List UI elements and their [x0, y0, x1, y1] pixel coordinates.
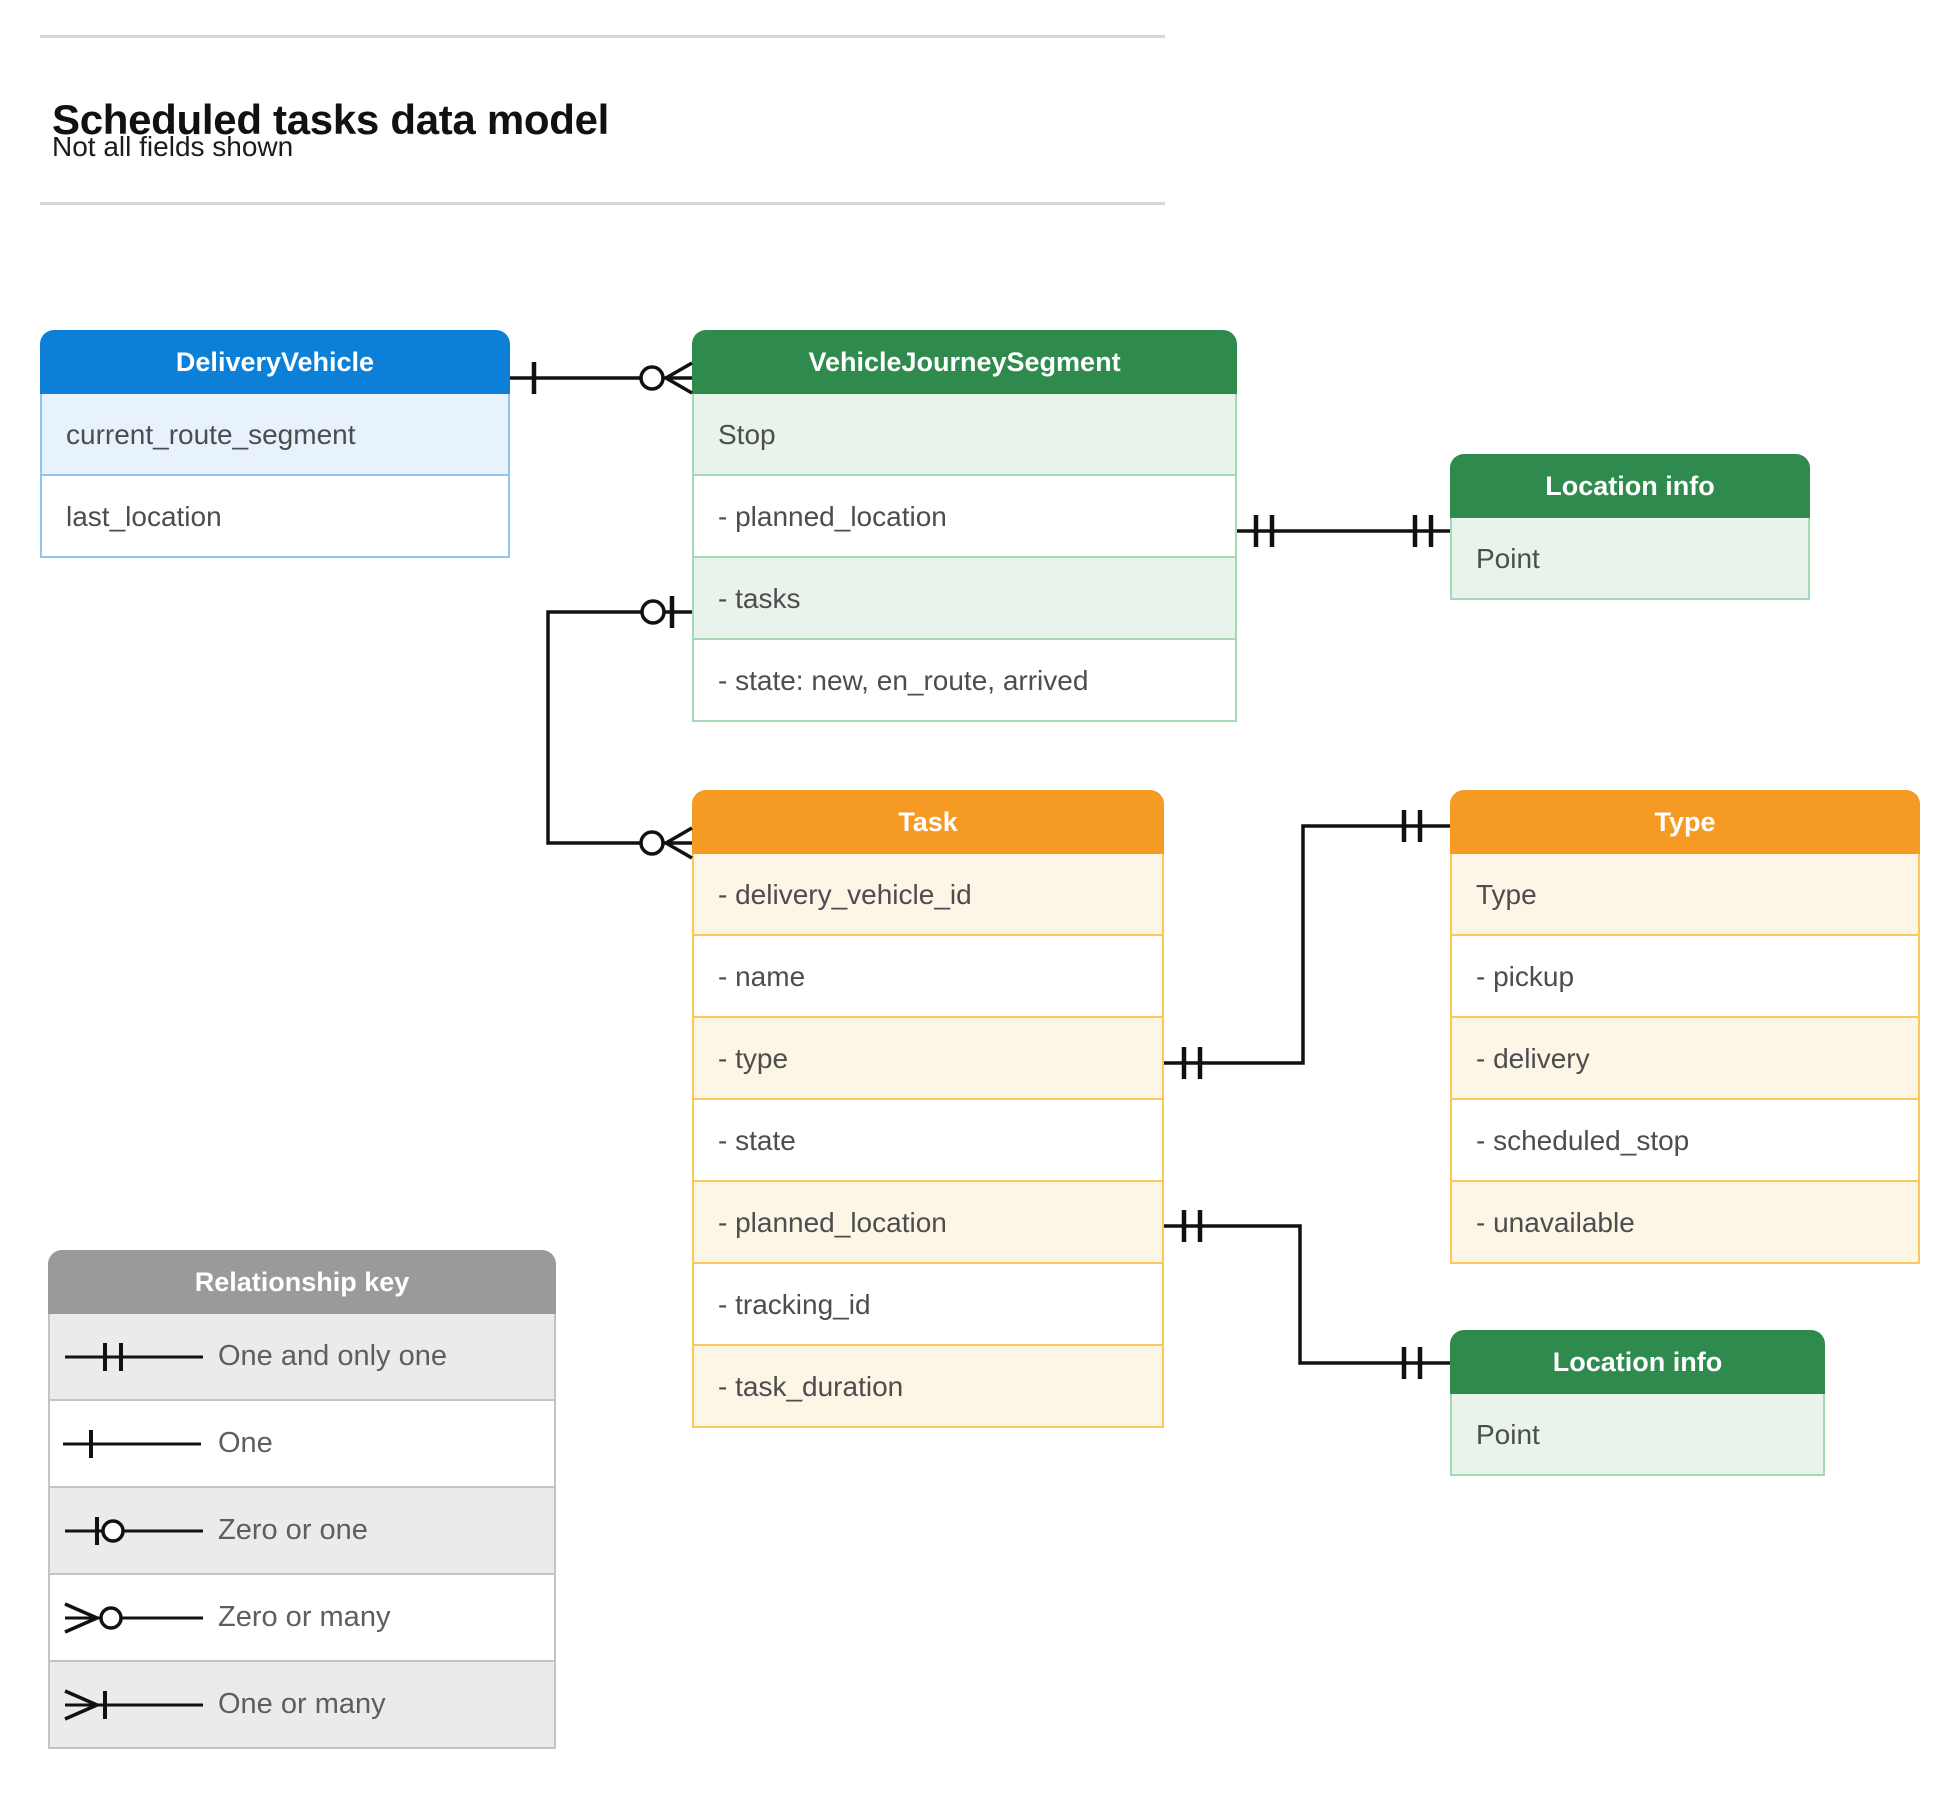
- entity-type[interactable]: Type Type - pickup - delivery - schedule…: [1450, 790, 1920, 1264]
- legend-title: Relationship key: [48, 1250, 556, 1314]
- legend-relationship-key: Relationship key One and only one One: [48, 1250, 556, 1749]
- zero-or-many-icon: [50, 1598, 218, 1638]
- page-title: Scheduled tasks data model: [52, 96, 610, 144]
- one-icon: [50, 1424, 218, 1464]
- connector-vjs-tasks-task: [546, 596, 693, 860]
- entity-row: - tracking_id: [692, 1264, 1164, 1346]
- one-or-many-icon: [50, 1685, 218, 1725]
- entity-row: - planned_location: [692, 476, 1237, 558]
- entity-task[interactable]: Task - delivery_vehicle_id - name - type…: [692, 790, 1164, 1428]
- entity-row: - delivery: [1450, 1018, 1920, 1100]
- header-divider-bottom: [40, 202, 1165, 205]
- entity-row: - delivery_vehicle_id: [692, 854, 1164, 936]
- entity-location-info-top-title: Location info: [1450, 454, 1810, 518]
- legend-item-label: One and only one: [218, 1340, 447, 1372]
- entity-row: - state: new, en_route, arrived: [692, 640, 1237, 722]
- entity-location-info-top[interactable]: Location info Point: [1450, 454, 1810, 600]
- legend-item-label: Zero or many: [218, 1601, 391, 1633]
- entity-row: current_route_segment: [40, 394, 510, 476]
- entity-vehicle-journey-segment[interactable]: VehicleJourneySegment Stop - planned_loc…: [692, 330, 1237, 722]
- zero-or-one-icon: [50, 1511, 218, 1551]
- legend-item: One or many: [48, 1662, 556, 1749]
- entity-row: Point: [1450, 518, 1810, 600]
- entity-task-title: Task: [692, 790, 1164, 854]
- entity-row: - tasks: [692, 558, 1237, 640]
- entity-delivery-vehicle-title: DeliveryVehicle: [40, 330, 510, 394]
- legend-item-label: Zero or one: [218, 1514, 368, 1546]
- entity-row: Type: [1450, 854, 1920, 936]
- entity-row: - task_duration: [692, 1346, 1164, 1428]
- entity-delivery-vehicle[interactable]: DeliveryVehicle current_route_segment la…: [40, 330, 510, 558]
- entity-row: Point: [1450, 1394, 1825, 1476]
- legend-item-label: One: [218, 1427, 273, 1459]
- header-divider-top: [40, 35, 1165, 38]
- page-subtitle: Not all fields shown: [52, 131, 294, 162]
- legend-item: One and only one: [48, 1314, 556, 1401]
- legend-item: Zero or many: [48, 1575, 556, 1662]
- entity-row: - scheduled_stop: [1450, 1100, 1920, 1182]
- legend-item: One: [48, 1401, 556, 1488]
- legend-item: Zero or one: [48, 1488, 556, 1575]
- entity-row: - name: [692, 936, 1164, 1018]
- entity-vehicle-journey-segment-title: VehicleJourneySegment: [692, 330, 1237, 394]
- legend-item-label: One or many: [218, 1688, 386, 1720]
- entity-row: - unavailable: [1450, 1182, 1920, 1264]
- entity-type-title: Type: [1450, 790, 1920, 854]
- entity-row: - type: [692, 1018, 1164, 1100]
- entity-location-info-bottom[interactable]: Location info Point: [1450, 1330, 1825, 1476]
- connector-task-type-type: [1164, 810, 1450, 1079]
- entity-location-info-bottom-title: Location info: [1450, 1330, 1825, 1394]
- connector-task-plannedlocation-locationinfo: [1164, 1210, 1450, 1379]
- connector-vjs-plannedlocation-locationinfo: [1237, 515, 1450, 547]
- entity-row: - state: [692, 1100, 1164, 1182]
- entity-row: last_location: [40, 476, 510, 558]
- entity-row: - pickup: [1450, 936, 1920, 1018]
- entity-row: - planned_location: [692, 1182, 1164, 1264]
- entity-row: Stop: [692, 394, 1237, 476]
- connector-deliveryvehicle-vehiclejourneysegment: [510, 361, 693, 395]
- one-and-only-one-icon: [50, 1337, 218, 1377]
